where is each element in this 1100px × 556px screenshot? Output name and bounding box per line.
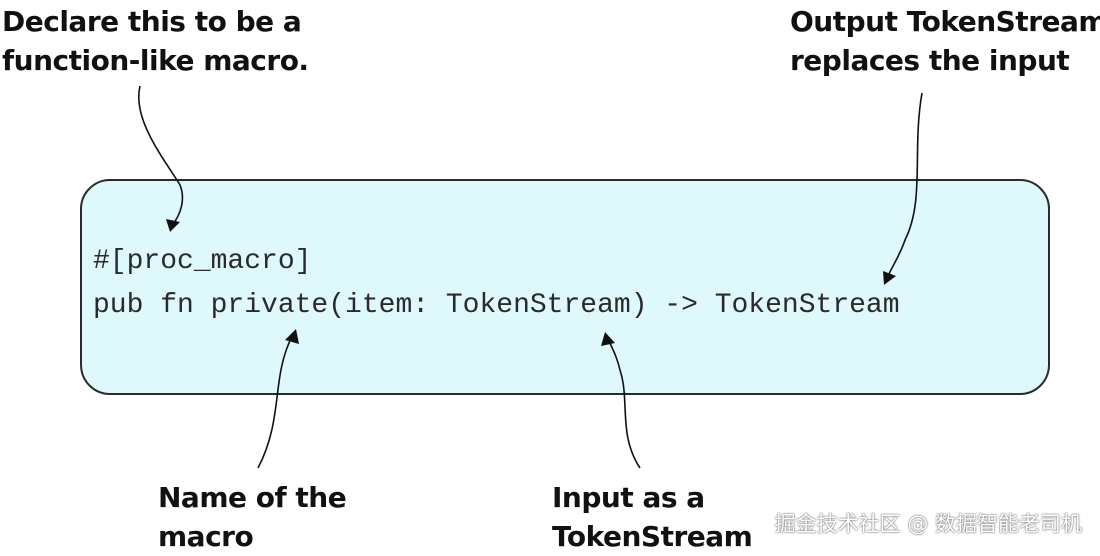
callout-output-line-1: Output TokenStream (790, 5, 1100, 38)
callout-output-tokenstream: Output TokenStream replaces the input (790, 2, 1100, 80)
code-attribute-line: #[proc_macro] (93, 246, 312, 277)
callout-name-line-2: macro (158, 520, 254, 553)
callout-output-line-2: replaces the input (790, 44, 1070, 77)
callout-macro-name: Name of the macro (158, 478, 347, 556)
callout-name-line-1: Name of the (158, 481, 347, 514)
arrow-declare-head (166, 219, 180, 232)
arrow-name-head (285, 329, 299, 344)
arrow-declare-line (137, 85, 184, 225)
arrow-output-line (887, 92, 923, 277)
callout-input-line-2: TokenStream (552, 520, 753, 553)
arrow-output-head (883, 271, 896, 285)
arrow-input-line (608, 340, 641, 469)
callout-input-tokenstream: Input as a TokenStream (552, 478, 753, 556)
callout-declare-line-2: function-like macro. (2, 44, 309, 77)
code-signature-line: pub fn private(item: TokenStream) -> Tok… (93, 290, 900, 321)
callout-declare-macro: Declare this to be a function-like macro… (2, 2, 309, 80)
arrow-name-line (257, 335, 293, 469)
arrow-input-head (601, 332, 615, 346)
callout-declare-line-1: Declare this to be a (2, 5, 302, 38)
code-block (80, 179, 1050, 395)
callout-input-line-1: Input as a (552, 481, 705, 514)
watermark-text: 掘金技术社区 @ 数据智能老司机 (774, 512, 1082, 536)
